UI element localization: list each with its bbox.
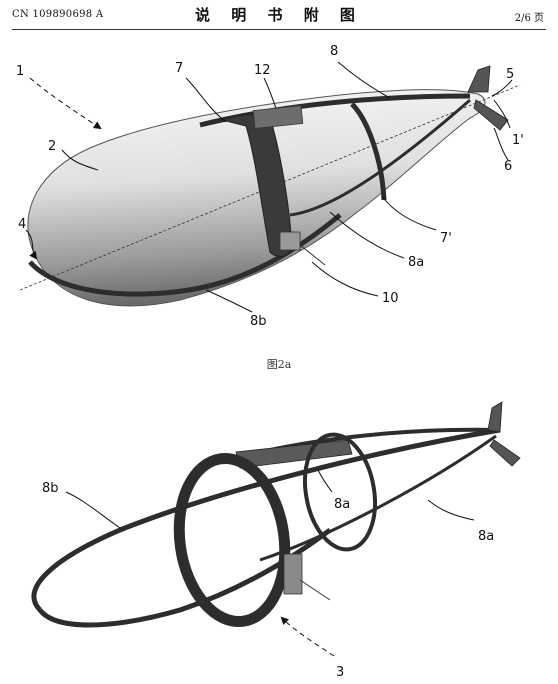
leader-frame-8a-inner bbox=[317, 469, 333, 493]
frame-label-8b: 8b bbox=[42, 481, 59, 496]
label-12: 12 bbox=[254, 63, 271, 78]
leader-10 bbox=[311, 261, 379, 297]
leader-frame-8a-outer bbox=[427, 499, 475, 521]
frame-label-3: 3 bbox=[336, 665, 344, 680]
label-4: 4 bbox=[18, 217, 26, 232]
label-2: 2 bbox=[48, 139, 56, 154]
leader-7-prime bbox=[381, 195, 437, 231]
figure-2b: 8b 8a 8a 3 bbox=[31, 401, 521, 680]
label-6: 6 bbox=[504, 159, 512, 174]
leader-2 bbox=[61, 149, 99, 171]
tail-fin-upper bbox=[467, 65, 491, 93]
lower-band bbox=[28, 213, 342, 297]
frame-connector bbox=[283, 553, 303, 595]
frame-front-ring bbox=[173, 452, 291, 628]
leader-8b bbox=[205, 289, 253, 313]
tail-fin-lower bbox=[473, 99, 509, 131]
leader-7 bbox=[185, 77, 227, 123]
ring-7-prime bbox=[350, 102, 387, 201]
frame-label-8a-inner: 8a bbox=[334, 497, 350, 512]
pad-12 bbox=[252, 105, 304, 129]
leader-5 bbox=[491, 79, 513, 97]
connector-line bbox=[299, 244, 326, 266]
figure-caption: 图2a bbox=[266, 358, 292, 371]
leader-frame-8b bbox=[65, 491, 121, 529]
frame-tail-fin-upper bbox=[487, 401, 503, 433]
figure-2a: 1 2 4 7 12 8 5 1' 6 7' 8a 10 8b bbox=[16, 44, 524, 329]
label-8: 8 bbox=[330, 44, 338, 59]
label-10: 10 bbox=[382, 291, 399, 306]
page-header: CN 109890698 A 说 明 书 附 图 2/6 页 bbox=[0, 0, 558, 30]
label-1-prime: 1' bbox=[512, 133, 524, 148]
leader-8 bbox=[337, 61, 391, 99]
leader-12 bbox=[263, 77, 277, 109]
connector-10 bbox=[279, 231, 301, 251]
side-strap bbox=[289, 98, 471, 217]
label-7-prime: 7' bbox=[440, 231, 452, 246]
leader-8a bbox=[329, 211, 405, 259]
frame-label-8a-outer: 8a bbox=[478, 529, 494, 544]
label-7: 7 bbox=[175, 61, 183, 76]
leader-4 bbox=[25, 229, 38, 260]
frame-connector-line bbox=[299, 579, 331, 601]
label-1: 1 bbox=[16, 64, 24, 79]
leader-6 bbox=[493, 127, 509, 161]
label-8a: 8a bbox=[408, 255, 424, 270]
page-number: 2/6 页 bbox=[514, 13, 544, 24]
frame-tail-fin-lower bbox=[489, 439, 521, 467]
page-title: 说 明 书 附 图 bbox=[195, 6, 363, 24]
leader-1 bbox=[29, 77, 102, 130]
frame-rear-ring bbox=[303, 432, 377, 552]
label-5: 5 bbox=[506, 67, 514, 82]
header-rule bbox=[12, 29, 546, 30]
label-8b: 8b bbox=[250, 314, 267, 329]
document-number: CN 109890698 A bbox=[12, 9, 104, 20]
leader-1-prime bbox=[493, 99, 511, 129]
leader-frame-3 bbox=[280, 616, 335, 657]
